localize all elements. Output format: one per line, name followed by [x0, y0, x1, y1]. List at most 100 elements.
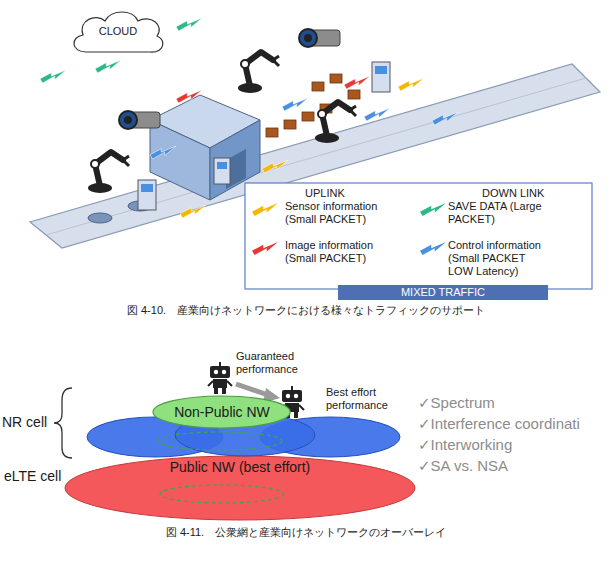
camera	[299, 29, 340, 47]
robot-label: Guaranteed performance	[236, 350, 316, 376]
legend-holder: Sensor information (Small PACKET)	[285, 200, 400, 226]
art-part	[299, 405, 304, 410]
art-part	[364, 108, 390, 121]
art-part	[284, 120, 296, 129]
check-item: ✓SA vs. NSA	[418, 457, 508, 475]
art-part	[282, 390, 302, 402]
label-holder: ✓SA vs. NSA	[418, 457, 508, 475]
legend-text: Image information (Small PACKET)	[285, 239, 400, 265]
node-text: Non-Public NW	[174, 404, 270, 420]
robot-icon	[208, 362, 232, 394]
art-part	[318, 110, 326, 118]
robot-arm	[315, 102, 356, 143]
legend-bolt	[252, 242, 278, 255]
robot-arm	[238, 52, 279, 93]
art-part	[95, 152, 123, 186]
camera	[119, 111, 160, 129]
legend-text: SAVE DATA (Large PACKET)	[448, 200, 560, 226]
art-part	[222, 370, 226, 374]
robot-arm	[88, 152, 129, 193]
legend-holder: Control information (Small PACKET LOW La…	[448, 239, 548, 279]
art-part	[312, 82, 324, 91]
legend-holder: Image information (Small PACKET)	[285, 239, 400, 265]
legend-frame	[245, 183, 592, 289]
cloud-node: CLOUD	[68, 8, 168, 54]
check-item: ✓Spectrum	[418, 394, 495, 412]
art-part	[214, 388, 218, 394]
traffic-bar: MIXED TRAFFIC	[338, 285, 548, 300]
art-part	[344, 76, 370, 89]
art-part	[330, 74, 342, 83]
network-ellipse: Non-Public NW	[152, 395, 291, 429]
cell-label: eLTE cell	[4, 468, 61, 485]
check-item: ✓Interworking	[418, 436, 512, 454]
art-part	[210, 366, 230, 378]
art-part	[219, 362, 221, 366]
art-part	[150, 120, 210, 200]
art-part	[245, 52, 273, 86]
art-part	[213, 379, 227, 388]
art-part	[214, 158, 230, 184]
art-part	[350, 106, 356, 116]
legend-bolt	[420, 242, 446, 255]
art-part	[273, 56, 279, 66]
art-part	[95, 60, 121, 73]
art-part	[291, 386, 293, 390]
art-part	[138, 180, 156, 210]
art-part	[241, 60, 249, 68]
art-part	[375, 66, 387, 74]
art-part	[214, 370, 218, 374]
art-part	[398, 78, 424, 91]
label-holder: Guaranteed performance	[236, 350, 316, 376]
art-part	[227, 381, 232, 386]
label-holder: eLTE cell	[4, 468, 61, 485]
legend-text: Control information (Small PACKET LOW La…	[448, 239, 548, 279]
label-holder: ✓Interference coordinati	[418, 415, 580, 433]
robot-label: Best effort performance	[326, 386, 406, 412]
legend-bolt	[420, 203, 446, 216]
art-part	[432, 112, 458, 125]
art-part	[299, 29, 317, 47]
label-holder: Best effort performance	[326, 386, 406, 412]
label-holder: ✓Interworking	[418, 436, 512, 454]
art-part	[158, 432, 282, 450]
ellipse-shape	[153, 396, 290, 428]
art-part	[222, 388, 226, 394]
label-holder: UPLINK	[305, 187, 345, 200]
legend-swatch	[420, 203, 446, 217]
art-part	[217, 162, 227, 169]
art-part	[302, 112, 314, 121]
art-part	[282, 98, 308, 111]
art-part	[123, 156, 129, 166]
art-part	[322, 102, 350, 136]
label-holder: NR cell	[2, 414, 47, 431]
art-part	[141, 184, 153, 192]
art-part	[348, 90, 360, 99]
label-holder: Public NW (best effort)	[140, 459, 340, 476]
label-holder: 図 4-11. 公衆網と産業向けネットワークのオーバーレイ	[56, 526, 556, 539]
art-part	[372, 62, 390, 92]
legend-heading: DOWN LINK	[482, 187, 544, 200]
cell-label: NR cell	[2, 414, 47, 431]
art-part	[180, 205, 206, 218]
art-part	[40, 70, 66, 83]
art-part	[91, 160, 99, 168]
network-label: Public NW (best effort)	[140, 459, 340, 476]
legend-heading: UPLINK	[305, 187, 345, 200]
art-part	[160, 485, 284, 503]
art-part	[176, 90, 202, 103]
art-part	[208, 381, 213, 386]
legend-swatch	[252, 203, 278, 217]
cloud-shape	[74, 12, 163, 52]
art-part	[119, 111, 137, 129]
node-text: CLOUD	[99, 25, 138, 38]
legend-text: Sensor information (Small PACKET)	[285, 200, 400, 226]
figure-caption: 図 4-10. 産業向けネットワークにおける様々なトラフィックのサポート	[56, 304, 556, 317]
check-item: ✓Interference coordinati	[418, 415, 580, 433]
legend-swatch	[252, 242, 278, 256]
art-part	[46, 78, 586, 235]
art-part	[150, 146, 176, 159]
label-holder: DOWN LINK	[482, 187, 544, 200]
node-text: MIXED TRAFFIC	[401, 286, 485, 299]
